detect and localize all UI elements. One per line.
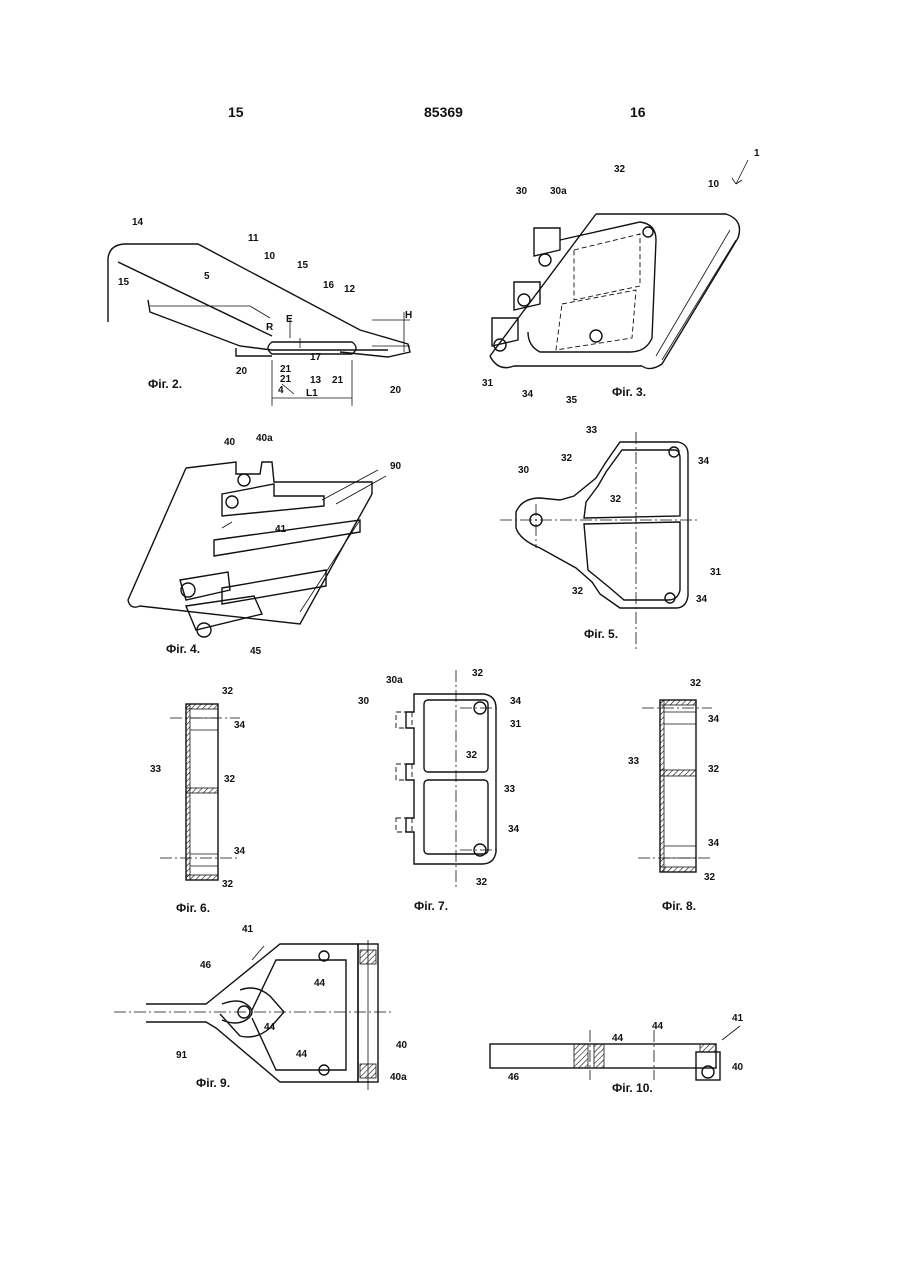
figure-8 (638, 700, 712, 872)
fig9-label: 44 (314, 978, 326, 989)
fig8-label: 32 (704, 872, 716, 883)
fig6-label: 32 (224, 774, 236, 785)
fig9-label: 40 (396, 1040, 408, 1051)
fig4-label: 45 (250, 646, 262, 657)
fig3-label: 34 (522, 389, 534, 400)
fig4-label: 40 (224, 437, 236, 448)
fig3-label: 30a (550, 186, 567, 197)
fig2-label: 20 (390, 385, 402, 396)
fig2-label: 20 (236, 366, 248, 377)
fig4-label: 90 (390, 461, 402, 472)
fig10-label: 46 (508, 1072, 520, 1083)
fig7-label: 34 (510, 696, 522, 707)
fig2-label: 14 (132, 217, 144, 228)
fig10-label: 44 (612, 1033, 624, 1044)
fig9-label: 44 (296, 1049, 308, 1060)
fig6-label: 32 (222, 879, 234, 890)
figure-8-labels: 32 34 33 32 34 32 Фіг. 8. (628, 678, 720, 913)
fig3-label: 30 (516, 186, 528, 197)
figure-4 (128, 462, 386, 637)
fig4-label: 41 (275, 524, 287, 535)
fig3-label: 31 (482, 378, 494, 389)
figure-7-labels: 30a 32 30 34 31 32 33 34 32 Фіг. 7. (358, 668, 522, 913)
fig5-caption: Фіг. 5. (584, 627, 618, 641)
fig2-caption: Фіг. 2. (148, 377, 182, 391)
fig9-label: 40a (390, 1072, 407, 1083)
fig8-label: 32 (690, 678, 702, 689)
fig2-label: 21 (280, 374, 292, 385)
fig10-label: 40 (732, 1062, 744, 1073)
fig7-label: 33 (504, 784, 516, 795)
fig9-label: 44 (264, 1022, 276, 1033)
figure-9 (114, 940, 392, 1090)
fig2-label: 15 (297, 260, 309, 271)
fig6-label: 32 (222, 686, 234, 697)
fig7-label: 30 (358, 696, 370, 707)
fig7-label: 32 (466, 750, 478, 761)
fig2-label: E (286, 314, 293, 325)
fig3-label: 10 (708, 179, 720, 190)
fig4-caption: Фіг. 4. (166, 642, 200, 656)
fig2-label: 4 (278, 385, 284, 396)
fig5-label: 32 (561, 453, 573, 464)
fig3-label: 35 (566, 395, 578, 406)
fig5-label: 30 (518, 465, 530, 476)
fig3-label: 32 (614, 164, 626, 175)
fig2-label: R (266, 322, 274, 333)
fig9-caption: Фіг. 9. (196, 1076, 230, 1090)
fig8-label: 32 (708, 764, 720, 775)
fig5-label: 34 (696, 594, 708, 605)
figure-3-labels: 1 32 10 30 30a 31 34 35 Фіг. 3. (482, 148, 760, 406)
figure-5 (500, 432, 698, 650)
fig2-label: 5 (204, 271, 210, 282)
fig6-caption: Фіг. 6. (176, 901, 210, 915)
fig2-label: 13 (310, 375, 322, 386)
fig7-label: 34 (508, 824, 520, 835)
fig9-label: 41 (242, 924, 254, 935)
fig3-label: 1 (754, 148, 760, 159)
fig8-label: 34 (708, 838, 720, 849)
fig10-caption: Фіг. 10. (612, 1081, 653, 1095)
fig10-label: 44 (652, 1021, 664, 1032)
fig4-label: 40a (256, 433, 273, 444)
fig9-label: 46 (200, 960, 212, 971)
fig7-label: 31 (510, 719, 522, 730)
figure-6 (160, 704, 240, 880)
fig2-label: 21 (332, 375, 344, 386)
fig8-caption: Фіг. 8. (662, 899, 696, 913)
fig8-label: 33 (628, 756, 640, 767)
fig2-label: 12 (344, 284, 356, 295)
fig6-label: 34 (234, 846, 246, 857)
fig2-label: 11 (248, 233, 259, 244)
fig2-label: 10 (264, 251, 276, 262)
fig2-label: 15 (118, 277, 130, 288)
fig9-label: 91 (176, 1050, 188, 1061)
fig5-label: 32 (572, 586, 584, 597)
fig5-label: 33 (586, 425, 598, 436)
fig2-label: L1 (306, 388, 318, 399)
fig5-label: 34 (698, 456, 710, 467)
fig5-label: 31 (710, 567, 722, 578)
fig10-label: 41 (732, 1013, 744, 1024)
fig2-label: 16 (323, 280, 335, 291)
fig7-label: 32 (476, 877, 488, 888)
fig7-label: 30a (386, 675, 403, 686)
fig7-label: 32 (472, 668, 484, 679)
fig5-label: 32 (610, 494, 622, 505)
fig2-label: 17 (310, 352, 322, 363)
figure-7 (396, 670, 500, 888)
fig7-caption: Фіг. 7. (414, 899, 448, 913)
fig3-caption: Фіг. 3. (612, 385, 646, 399)
fig6-label: 34 (234, 720, 246, 731)
figure-10-labels: 41 44 44 46 40 Фіг. 10. (508, 1013, 744, 1095)
fig8-label: 34 (708, 714, 720, 725)
figure-3 (490, 160, 748, 369)
fig2-label: H (405, 310, 412, 321)
fig6-label: 33 (150, 764, 162, 775)
